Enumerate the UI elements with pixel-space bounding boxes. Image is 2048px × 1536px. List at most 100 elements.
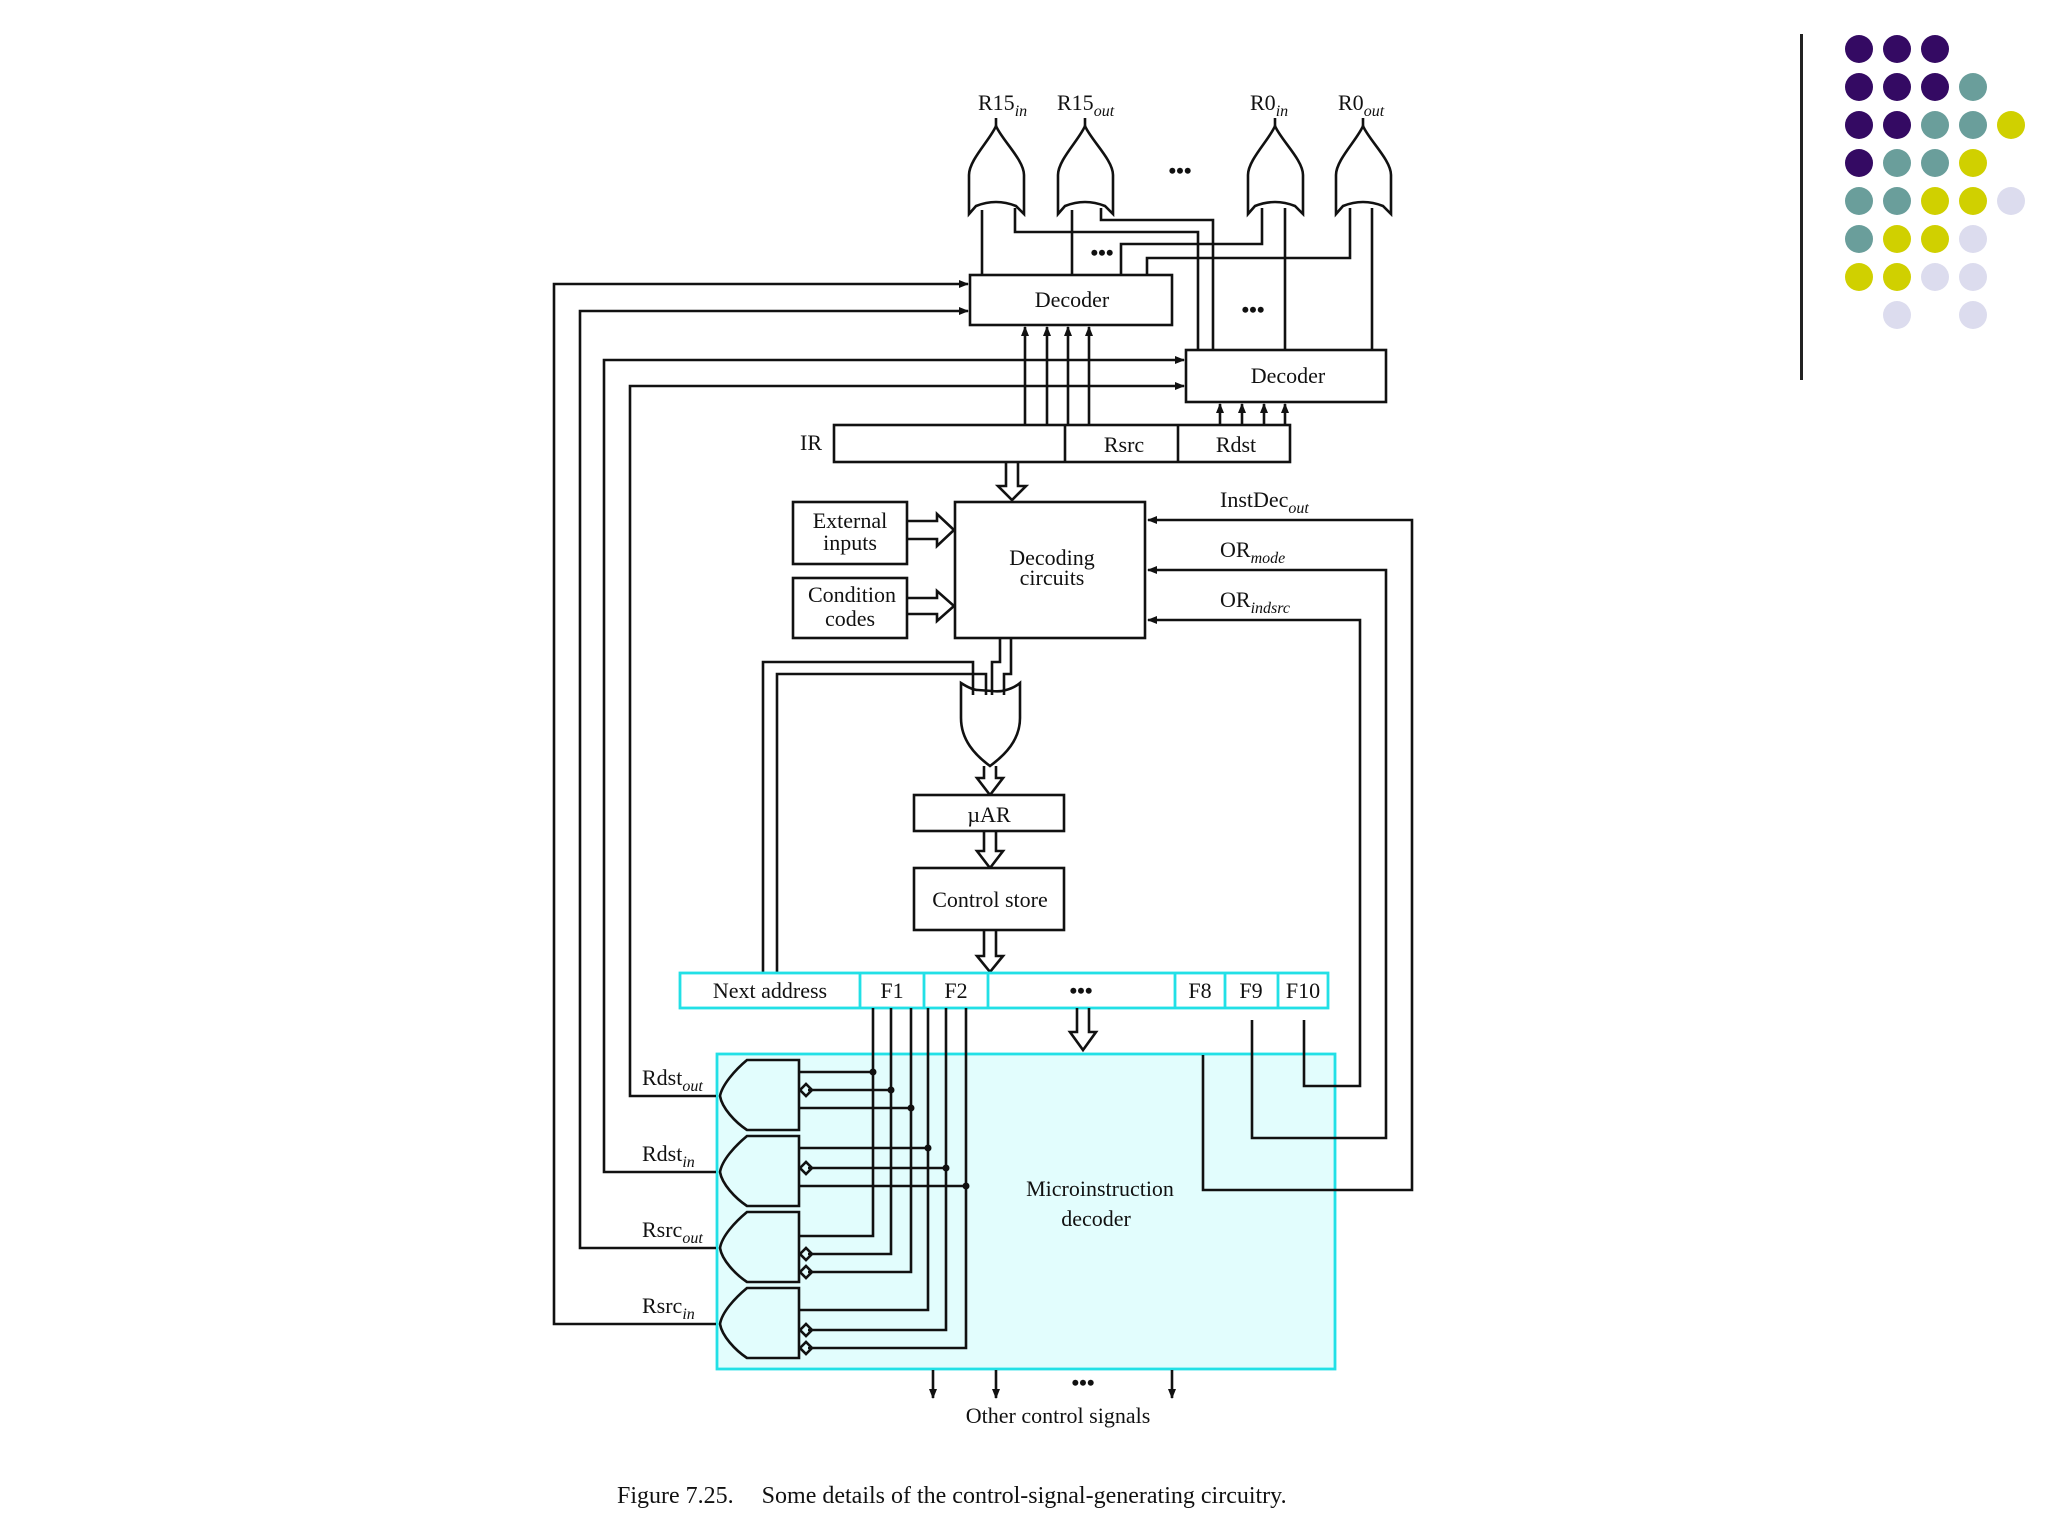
rdst-to-decoder-arrows — [1216, 403, 1289, 425]
decorative-dot — [1921, 111, 1949, 139]
uar-label: µAR — [967, 802, 1011, 827]
decorative-dot — [1997, 187, 2025, 215]
and-gate-rdst-out — [718, 1058, 814, 1132]
other-control-signal-arrows — [929, 1370, 1176, 1399]
other-control-signals-label: Other control signals — [966, 1403, 1151, 1428]
decorative-dot — [1845, 111, 1873, 139]
f-field-wires — [800, 1008, 970, 1350]
label-r0-out: R0out — [1338, 90, 1385, 120]
label-rsrc-in: Rsrcin — [642, 1293, 695, 1323]
decorative-dot — [1883, 149, 1911, 177]
ir-label: IR — [800, 430, 822, 455]
or-to-uar-arrow — [974, 766, 1006, 798]
uar-to-control-store-arrow — [974, 831, 1006, 871]
field-next-address: Next address — [713, 978, 827, 1003]
field-f8: F8 — [1188, 978, 1211, 1003]
decorative-dot — [1959, 149, 1987, 177]
decorative-side-rule — [1800, 34, 1803, 380]
ir-register — [832, 423, 1292, 464]
external-inputs-box — [791, 500, 909, 566]
decorative-dot — [1921, 35, 1949, 63]
field-f10: F10 — [1286, 978, 1320, 1003]
decoding-circuits-label-1: Decoding — [1009, 545, 1095, 570]
field-f2: F2 — [944, 978, 967, 1003]
decoder-ellipsis-mid: ••• — [1090, 240, 1113, 265]
label-rsrc-out: Rsrcout — [642, 1217, 703, 1247]
uar-register — [912, 793, 1066, 833]
condition-codes-box — [791, 576, 909, 640]
control-store-to-microinstruction-arrow — [974, 930, 1006, 975]
decorative-dot — [1921, 73, 1949, 101]
decorative-dot — [1883, 73, 1911, 101]
ir-to-decoding-arrow — [994, 462, 1030, 502]
decorative-dot — [1883, 301, 1911, 329]
or-gate-r15-out — [1056, 118, 1115, 218]
and-gate-rsrc-in — [718, 1286, 814, 1360]
decorative-dot — [1997, 111, 2025, 139]
label-or-indsrc: ORindsrc — [1220, 587, 1290, 617]
label-or-mode: ORmode — [1220, 537, 1285, 567]
decorative-dot — [1959, 73, 1987, 101]
rsrc-to-decoder-arrows — [1021, 326, 1093, 425]
control-store-box — [912, 866, 1066, 932]
fields-to-decoder-arrow — [1067, 1008, 1099, 1053]
microinstruction-register — [678, 971, 1330, 1010]
decorative-dot — [1883, 187, 1911, 215]
decorative-dot — [1959, 187, 1987, 215]
label-rdst-out: Rdstout — [642, 1065, 703, 1095]
condition-codes-label-2: codes — [825, 606, 875, 631]
decorative-dot — [1883, 263, 1911, 291]
microinstruction-decoder-label-2: decoder — [1061, 1206, 1131, 1231]
decorative-dot — [1845, 149, 1873, 177]
destination-decoder-label: Decoder — [1251, 363, 1326, 388]
external-inputs-arrow — [907, 510, 956, 550]
decorative-dot — [1845, 35, 1873, 63]
decorative-dot — [1921, 149, 1949, 177]
microinstruction-decoder-box — [715, 1052, 1337, 1371]
decorative-dot — [1845, 73, 1873, 101]
address-or-gate — [959, 680, 1022, 768]
decorative-dot — [1921, 187, 1949, 215]
external-inputs-label-1: External — [813, 508, 888, 533]
figure-caption: Figure 7.25. Some details of the control-… — [617, 1483, 1287, 1509]
next-address-loop-wires — [761, 638, 1013, 984]
or-gate-r0-out — [1334, 118, 1393, 218]
register-control-loop-wires — [552, 280, 1185, 1326]
label-instdec-out: InstDecout — [1220, 487, 1309, 517]
label-rdst-in: Rdstin — [642, 1141, 695, 1171]
field-f9: F9 — [1239, 978, 1262, 1003]
destination-decoder-box — [1184, 348, 1388, 404]
field-f1: F1 — [880, 978, 903, 1003]
gate-to-decoder-wires — [980, 208, 1374, 350]
decoder-ellipsis-right: ••• — [1241, 297, 1264, 322]
decorative-dot — [1959, 111, 1987, 139]
figure-number: Figure 7.25. — [617, 1483, 734, 1509]
or-gate-r15-in — [967, 118, 1026, 218]
external-inputs-label-2: inputs — [823, 530, 877, 555]
and-gate-rsrc-out — [718, 1210, 814, 1284]
decorative-dot — [1845, 187, 1873, 215]
condition-codes-label-1: Condition — [808, 582, 896, 607]
decorative-dot — [1921, 225, 1949, 253]
condition-codes-arrow — [907, 588, 956, 624]
or-gate-r0-in — [1246, 118, 1305, 218]
decorative-dot — [1845, 225, 1873, 253]
decoding-circuits-label-2: circuits — [1020, 565, 1085, 590]
gates-ellipsis: ••• — [1168, 158, 1191, 183]
ir-field-rdst: Rdst — [1216, 432, 1256, 457]
decorative-dot — [1959, 225, 1987, 253]
label-r15-in: R15in — [978, 90, 1027, 120]
decorative-dot — [1959, 263, 1987, 291]
microinstruction-decoder-label-1: Microinstruction — [1026, 1176, 1174, 1201]
field-ellipsis: ••• — [1069, 978, 1092, 1003]
and-gate-rdst-in — [718, 1134, 814, 1208]
source-decoder-label: Decoder — [1035, 287, 1110, 312]
decoding-circuits-box — [953, 500, 1147, 640]
decorative-dot — [1883, 35, 1911, 63]
decorative-dot — [1845, 263, 1873, 291]
decorative-dot — [1883, 225, 1911, 253]
control-store-label: Control store — [932, 887, 1048, 912]
ir-field-rsrc: Rsrc — [1104, 432, 1145, 457]
figure-caption-text: Some details of the control-signal-gener… — [762, 1483, 1287, 1509]
